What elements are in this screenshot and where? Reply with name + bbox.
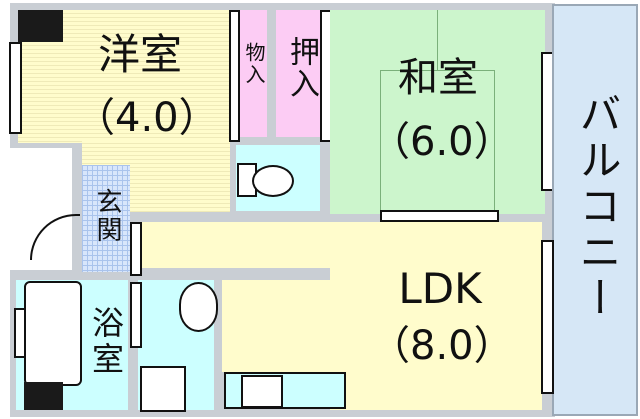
closet-door[interactable] [229,10,240,142]
washing-machine-icon [140,366,186,412]
kitchen-sink-icon [241,375,283,408]
tatami-line [437,10,438,70]
hallway [138,222,330,268]
japanese-room-door[interactable] [380,210,499,222]
column [18,10,63,42]
closet-label: 物入 [242,42,266,86]
oshiire [276,10,320,137]
ldk [330,222,542,410]
entrance-label: 玄関 [92,188,122,244]
entrance-step [130,222,142,276]
bath-door[interactable] [130,282,142,348]
ldk-west [222,280,342,372]
bathtub-icon [24,281,82,386]
japanese-room-size: （6.0） [370,119,514,165]
balcony [552,4,638,416]
ldk-size: （8.0） [370,323,514,369]
western-room-size: （4.0） [75,95,219,141]
japanese-room-label: 和室 [398,55,478,101]
bath-label: 浴室 [87,306,125,378]
closet [236,10,267,137]
oshiire-label: 押入 [284,36,319,100]
balcony-label: バルコニー [573,92,622,322]
window-ldk [541,240,554,394]
western-room-label: 洋室 [97,30,182,79]
toilet-bowl-icon [252,165,294,197]
washbasin-icon [179,282,218,332]
ldk-label: LDK [398,264,482,313]
entrance [82,165,130,272]
window-bath [14,308,26,358]
column [24,382,63,410]
window-west [9,42,22,134]
